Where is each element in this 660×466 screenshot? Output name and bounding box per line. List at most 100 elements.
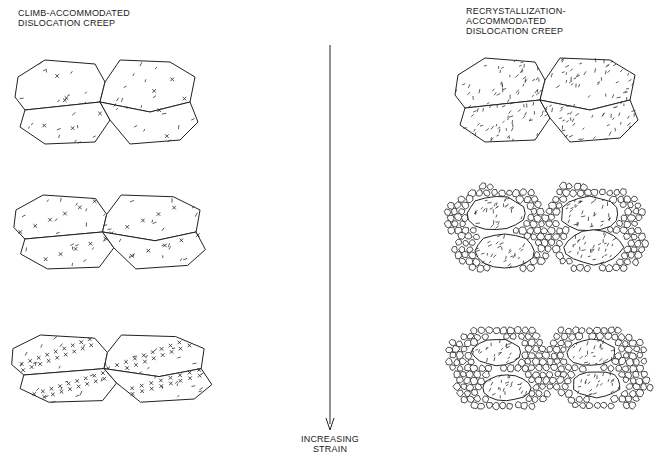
dislocation-tick [162, 113, 166, 115]
recrystallized-grain [543, 364, 550, 371]
dislocation-tick [472, 348, 473, 352]
recrystallized-grain [462, 251, 469, 257]
recrystallized-grain [638, 233, 645, 240]
dislocation-tick [514, 60, 516, 63]
dislocation-tick [516, 90, 519, 93]
dislocation-tick [141, 105, 142, 108]
recrystallized-grain [620, 189, 627, 196]
dislocation-cross [103, 377, 107, 381]
recrystallized-grain [528, 365, 535, 371]
recrystallized-grain [616, 365, 622, 371]
dislocation-tick [542, 111, 543, 114]
dislocation-tick [587, 363, 590, 365]
recrystallized-grain [631, 247, 637, 253]
dislocation-tick [76, 395, 80, 397]
dislocation-tick [580, 356, 583, 359]
dislocation-tick [585, 355, 587, 357]
dislocation-tick [612, 383, 613, 386]
recrystallized-grain [514, 326, 521, 333]
dislocation-tick [605, 94, 606, 97]
dislocation-tick [489, 388, 491, 392]
dislocation-tick [601, 348, 603, 349]
dislocation-tick [610, 255, 612, 257]
dislocation-cross [94, 380, 98, 384]
dislocation-cross [64, 353, 68, 357]
recrystallized-grain [566, 183, 572, 189]
dislocation-tick [500, 395, 501, 398]
dislocation-tick [494, 354, 496, 356]
dislocation-tick [508, 357, 510, 359]
recrystallized-grain [607, 190, 613, 195]
dislocation-tick [609, 218, 611, 222]
dislocation-tick [574, 199, 575, 202]
dislocation-tick [86, 222, 87, 226]
dislocation-cross [160, 347, 164, 351]
recrystallized-grain [463, 240, 469, 246]
recrystallized-grain [619, 372, 626, 378]
recrystallized-grain [641, 347, 647, 353]
recrystallized-grain [558, 389, 565, 396]
dislocation-tick [72, 112, 75, 115]
dislocation-tick [493, 209, 494, 213]
recrystallized-grain [553, 196, 559, 202]
dislocation-tick [192, 207, 194, 208]
recrystallized-grain [557, 228, 563, 234]
dislocation-tick [144, 129, 145, 131]
dislocation-tick [77, 125, 78, 128]
dislocation-tick [575, 205, 577, 208]
dislocation-tick [629, 79, 632, 81]
dislocation-tick [615, 106, 617, 107]
dislocation-tick [506, 384, 508, 386]
recrystallized-grain [474, 371, 481, 379]
recrystallized-grain [444, 221, 451, 228]
recrystallized-grain [525, 358, 531, 364]
dislocation-tick [588, 217, 589, 221]
dislocation-tick [76, 203, 77, 206]
recrystallized-grain [579, 403, 585, 409]
grain-outline [20, 102, 110, 144]
dislocation-cross [178, 373, 182, 377]
recrystallized-grain [626, 358, 634, 366]
dislocation-tick [600, 262, 604, 263]
dislocation-tick [596, 384, 598, 387]
dislocation-tick [59, 135, 60, 138]
recrystallized-grain [625, 396, 631, 402]
dislocation-tick [523, 104, 524, 107]
dislocation-tick [623, 104, 624, 107]
dislocation-tick [610, 372, 611, 376]
dislocation-tick [632, 110, 636, 111]
dislocation-tick [85, 208, 87, 211]
dislocation-tick [475, 133, 477, 136]
dislocation-tick [46, 69, 47, 73]
recrystallized-grain [606, 264, 613, 271]
dislocation-tick [578, 139, 581, 140]
dislocation-cross [151, 350, 155, 354]
recrystallized-grain [483, 396, 489, 403]
dislocation-tick [509, 116, 513, 117]
dislocation-tick [587, 341, 588, 345]
dislocation-tick [611, 350, 614, 351]
dislocation-tick [462, 84, 465, 85]
recrystallized-grain [596, 332, 604, 340]
dislocation-tick [493, 220, 494, 224]
dislocation-tick [467, 92, 470, 95]
recrystallized-grain [553, 221, 560, 227]
recrystallized-grain [618, 346, 625, 352]
dislocation-cross [67, 382, 71, 386]
recrystallized-grain [499, 402, 505, 409]
dislocation-tick [511, 382, 512, 386]
dislocation-tick [595, 198, 596, 200]
dislocation-tick [612, 118, 614, 120]
dislocation-tick [505, 197, 507, 200]
dislocation-tick [471, 114, 474, 116]
dislocation-tick [121, 98, 122, 102]
recrystallized-grain [560, 359, 567, 365]
dislocation-tick [538, 79, 539, 82]
recrystallized-grain [482, 371, 489, 378]
dislocation-tick [568, 251, 571, 252]
dislocation-tick [584, 71, 586, 75]
dislocation-tick [523, 261, 525, 264]
dislocation-tick [569, 215, 570, 218]
recrystallized-grain [541, 228, 548, 234]
dislocation-tick [486, 128, 489, 130]
